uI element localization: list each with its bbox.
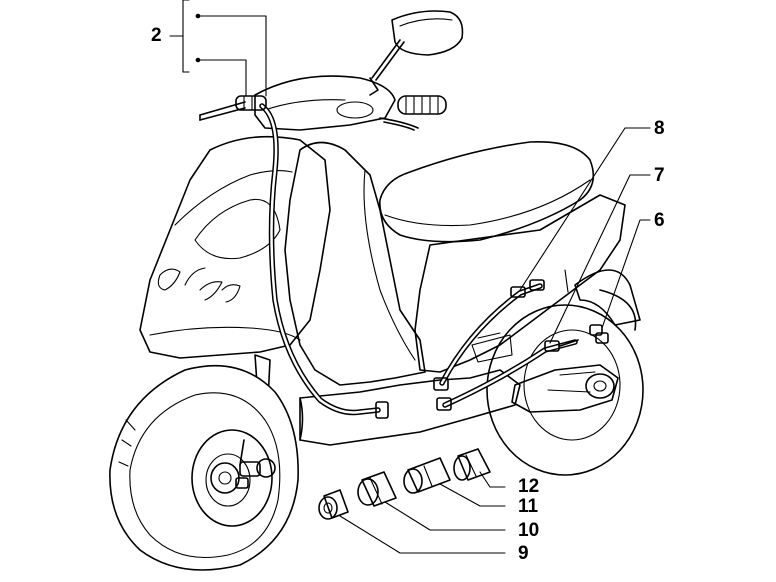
engine-swingarm (511, 364, 619, 413)
callout-10: 10 (518, 520, 540, 541)
side-cover (414, 194, 626, 373)
callout-9: 9 (518, 543, 529, 564)
front-wheel (109, 364, 299, 571)
seat (379, 141, 595, 243)
part-10-bush (357, 471, 397, 507)
scooter-body (299, 369, 521, 446)
handlebar-headset (199, 75, 447, 131)
leader-dot (195, 57, 201, 63)
rear-wheel (486, 289, 644, 476)
brake-cable-front (436, 339, 579, 411)
brake-cable-rear (433, 279, 545, 391)
mirror (369, 10, 464, 96)
leader-dot (195, 13, 201, 19)
part-12-bush (453, 448, 491, 481)
callout-8: 8 (654, 118, 665, 139)
front-fairing (139, 135, 331, 359)
part-6-adjuster (589, 324, 609, 344)
callout-2: 2 (151, 25, 162, 46)
callout-7: 7 (654, 165, 665, 186)
speedometer-cable (235, 95, 389, 466)
callout-11: 11 (518, 496, 539, 517)
part-11-bush (403, 457, 451, 494)
callout-12: 12 (518, 476, 540, 497)
leg-shield (284, 141, 426, 386)
callout-6: 6 (654, 210, 665, 231)
part-9-bush (318, 489, 349, 520)
leader-lines (169, 0, 651, 554)
